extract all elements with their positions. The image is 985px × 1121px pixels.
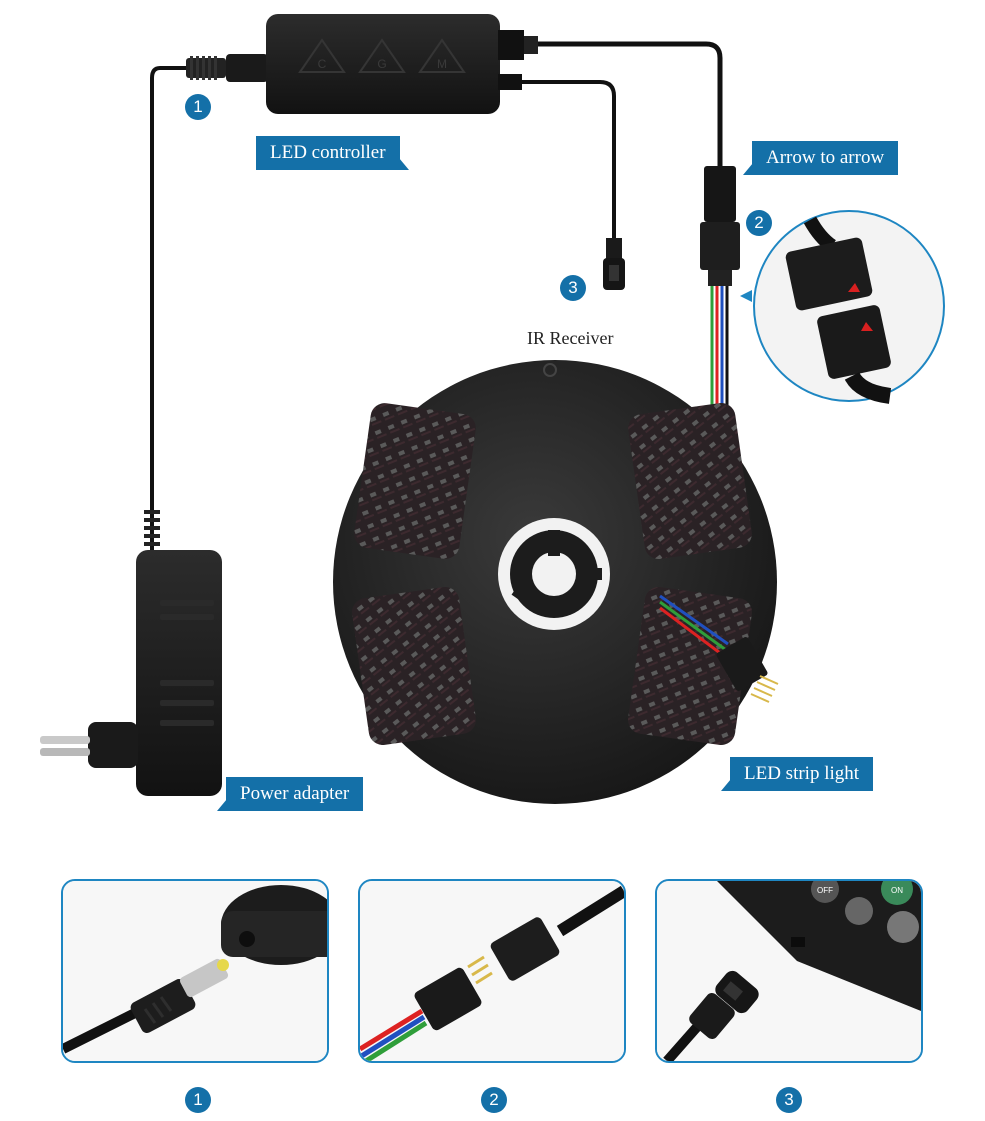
detail-marker-3: 3	[776, 1087, 802, 1113]
detail-marker-2: 2	[481, 1087, 507, 1113]
ir-cable	[498, 74, 625, 290]
controller-button-m: M	[437, 57, 447, 71]
controller-rgb-output	[498, 30, 723, 166]
rgb-connector-detail-image	[360, 881, 624, 1061]
detail-panel-1	[61, 879, 329, 1063]
power-adapter-label: Power adapter	[216, 777, 364, 811]
remote-on-label: ON	[891, 886, 903, 895]
marker-2: 2	[746, 210, 772, 236]
main-illustration: C G M	[40, 14, 945, 804]
led-controller-label: LED controller	[256, 136, 409, 170]
arrow-connector	[700, 166, 740, 432]
led-strip-light-label: LED strip light	[720, 757, 874, 791]
controller-button-c: C	[318, 57, 327, 71]
detail-panel-2	[358, 879, 626, 1063]
ir-receiver-label: IR Receiver	[527, 328, 614, 348]
led-strip-reel	[333, 360, 779, 804]
marker-1: 1	[185, 94, 211, 120]
power-plug-detail-image	[63, 881, 327, 1061]
marker-3: 3	[560, 275, 586, 301]
led-controller-device: C G M	[266, 14, 500, 114]
arrow-to-arrow-label: Arrow to arrow	[742, 141, 899, 175]
remote-off-label: OFF	[817, 886, 833, 895]
power-cable	[150, 66, 190, 520]
controller-button-g: G	[377, 57, 386, 71]
power-adapter-device	[40, 510, 222, 796]
connector-zoom	[740, 210, 945, 404]
detail-panel-3: OFF ON	[655, 879, 923, 1063]
ir-plug-detail-image: OFF ON	[657, 881, 921, 1061]
detail-marker-1: 1	[185, 1087, 211, 1113]
dc-plug	[186, 54, 268, 82]
